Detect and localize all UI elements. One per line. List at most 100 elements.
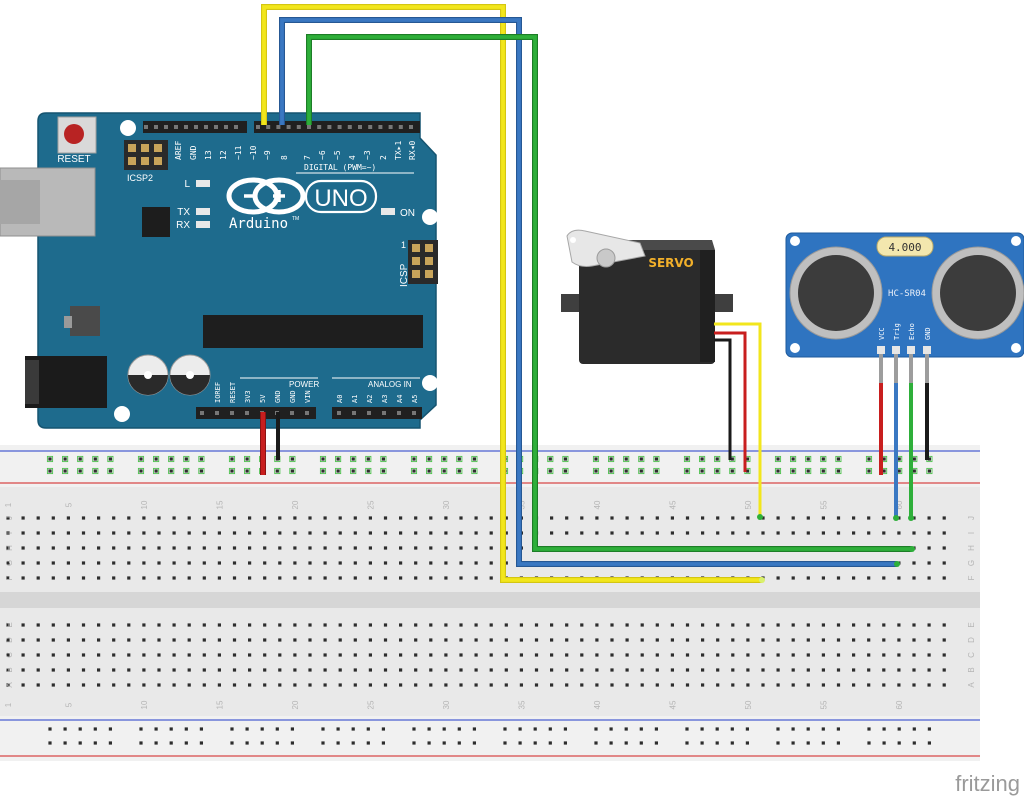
icsp2-pin[interactable] [128,157,136,165]
rail-hole[interactable] [108,457,112,461]
rail-hole[interactable] [48,469,52,473]
breadboard-hole[interactable] [655,638,659,642]
breadboard-hole[interactable] [338,546,342,550]
breadboard-hole[interactable] [127,668,131,672]
breadboard-hole[interactable] [821,516,825,520]
rail-hole[interactable] [700,727,704,731]
rail-hole[interactable] [609,457,613,461]
breadboard-hole[interactable] [580,623,584,627]
breadboard-hole[interactable] [625,623,629,627]
breadboard-hole[interactable] [97,576,101,580]
rail-hole[interactable] [685,727,689,731]
rail-hole[interactable] [609,469,613,473]
rail-hole[interactable] [912,457,916,461]
breadboard-hole[interactable] [338,531,342,535]
icsp2-pin[interactable] [154,144,162,152]
breadboard-hole[interactable] [565,653,569,657]
rail-hole[interactable] [245,741,249,745]
rail-hole[interactable] [882,741,886,745]
rail-hole[interactable] [624,741,628,745]
breadboard-hole[interactable] [399,668,403,672]
rail-hole[interactable] [836,741,840,745]
rail-hole[interactable] [806,741,810,745]
breadboard-hole[interactable] [776,668,780,672]
rail-hole[interactable] [548,741,552,745]
rail-hole[interactable] [427,727,431,731]
rail-hole[interactable] [563,469,567,473]
rail-hole[interactable] [867,457,871,461]
rail-hole[interactable] [245,727,249,731]
header-pin[interactable] [234,125,238,129]
breadboard-hole[interactable] [81,623,86,627]
breadboard-hole[interactable] [595,531,599,535]
breadboard-hole[interactable] [867,638,871,642]
header-pin[interactable] [337,125,342,129]
breadboard-hole[interactable] [323,531,327,535]
breadboard-hole[interactable] [414,561,418,565]
rail-hole[interactable] [366,457,370,461]
rail-hole[interactable] [412,741,416,745]
rail-hole[interactable] [745,727,749,731]
breadboard-hole[interactable] [882,653,886,657]
breadboard-hole[interactable] [610,623,614,627]
breadboard-hole[interactable] [806,623,810,627]
breadboard-hole[interactable] [263,576,267,580]
breadboard-hole[interactable] [368,668,372,672]
breadboard-hole[interactable] [897,653,901,657]
rail-hole[interactable] [63,741,67,745]
breadboard-hole[interactable] [308,546,312,550]
breadboard-hole[interactable] [217,653,221,657]
breadboard-hole[interactable] [172,668,176,672]
breadboard-hole[interactable] [21,653,25,657]
icsp-pin[interactable] [412,270,420,278]
rail-hole[interactable] [154,741,158,745]
breadboard-hole[interactable] [323,668,327,672]
breadboard-hole[interactable] [550,516,554,520]
breadboard-hole[interactable] [278,531,282,535]
rail-hole[interactable] [867,741,871,745]
breadboard-hole[interactable] [746,638,750,642]
breadboard-hole[interactable] [353,516,357,520]
breadboard-hole[interactable] [942,623,946,627]
breadboard-hole[interactable] [927,653,931,657]
breadboard-hole[interactable] [66,638,70,642]
breadboard-hole[interactable] [21,516,25,520]
rail-hole[interactable] [791,741,795,745]
rail-hole[interactable] [184,457,188,461]
breadboard-hole[interactable] [21,576,25,580]
breadboard-hole[interactable] [202,683,206,687]
breadboard-hole[interactable] [36,668,40,672]
breadboard-hole[interactable] [51,668,55,672]
breadboard-hole[interactable] [217,638,221,642]
breadboard-hole[interactable] [897,668,901,672]
rail-hole[interactable] [199,741,203,745]
breadboard-hole[interactable] [836,623,841,627]
breadboard-hole[interactable] [701,531,705,535]
rail-hole[interactable] [48,741,52,745]
breadboard-hole[interactable] [806,653,810,657]
breadboard-hole[interactable] [263,653,267,657]
breadboard-hole[interactable] [383,576,388,580]
rail-hole[interactable] [169,469,173,473]
breadboard-hole[interactable] [565,668,569,672]
rail-hole[interactable] [351,469,355,473]
rail-hole[interactable] [806,727,810,731]
breadboard-hole[interactable] [293,653,297,657]
icsp-pin[interactable] [425,257,433,265]
breadboard-hole[interactable] [66,653,70,657]
breadboard-hole[interactable] [308,683,312,687]
breadboard-hole[interactable] [489,623,493,627]
rail-hole[interactable] [472,727,476,731]
breadboard-hole[interactable] [6,531,10,535]
breadboard-hole[interactable] [791,638,795,642]
breadboard-hole[interactable] [429,638,433,642]
breadboard-hole[interactable] [248,638,252,642]
reset-button[interactable] [64,124,84,144]
breadboard-hole[interactable] [580,683,584,687]
breadboard-hole[interactable] [580,638,584,642]
breadboard-hole[interactable] [172,638,176,642]
breadboard-hole[interactable] [368,561,372,565]
breadboard-hole[interactable] [685,653,690,657]
breadboard-hole[interactable] [429,561,433,565]
rail-hole[interactable] [199,457,203,461]
